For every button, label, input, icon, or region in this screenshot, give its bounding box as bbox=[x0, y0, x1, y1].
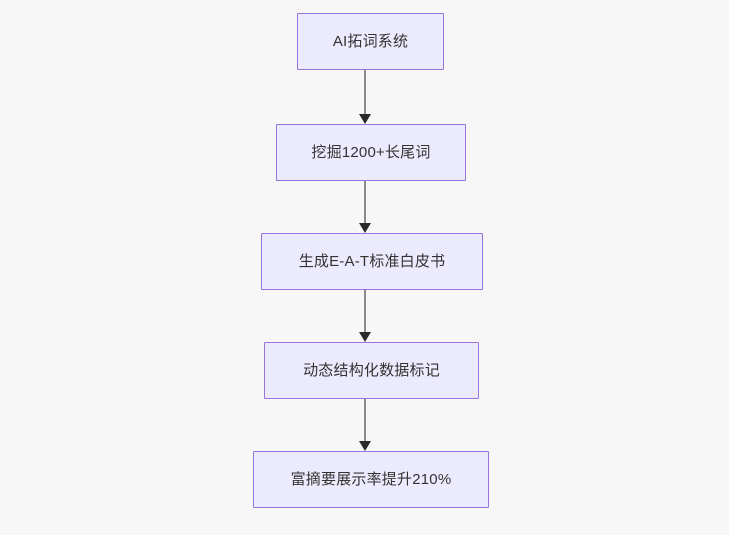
flow-node-label: 动态结构化数据标记 bbox=[303, 361, 440, 379]
flow-connector-4 bbox=[358, 399, 372, 451]
flow-node-dynamic-structured-data-markup[interactable]: 动态结构化数据标记 bbox=[264, 342, 479, 399]
connector-line bbox=[363, 181, 366, 224]
arrowhead-icon bbox=[358, 223, 371, 233]
arrowhead-icon bbox=[358, 441, 371, 451]
connector-line bbox=[363, 70, 366, 115]
flow-connector-3 bbox=[358, 290, 372, 342]
flow-node-generate-eat-whitepaper[interactable]: 生成E-A-T标准白皮书 bbox=[261, 233, 483, 290]
flow-node-rich-snippet-rate-increase[interactable]: 富摘要展示率提升210% bbox=[253, 451, 489, 508]
arrowhead-icon bbox=[358, 332, 371, 342]
flow-node-mine-longtail-keywords[interactable]: 挖掘1200+长尾词 bbox=[276, 124, 466, 181]
flow-node-label: 挖掘1200+长尾词 bbox=[311, 143, 431, 161]
flow-node-ai-keyword-system[interactable]: AI拓词系统 bbox=[297, 13, 444, 70]
arrowhead-icon bbox=[358, 114, 371, 124]
flow-connector-2 bbox=[358, 181, 372, 233]
flow-node-label: 生成E-A-T标准白皮书 bbox=[298, 252, 446, 270]
flow-node-label: AI拓词系统 bbox=[332, 32, 409, 50]
flow-connector-1 bbox=[358, 70, 372, 124]
flow-node-label: 富摘要展示率提升210% bbox=[290, 470, 452, 488]
connector-line bbox=[363, 290, 366, 333]
connector-line bbox=[363, 399, 366, 442]
